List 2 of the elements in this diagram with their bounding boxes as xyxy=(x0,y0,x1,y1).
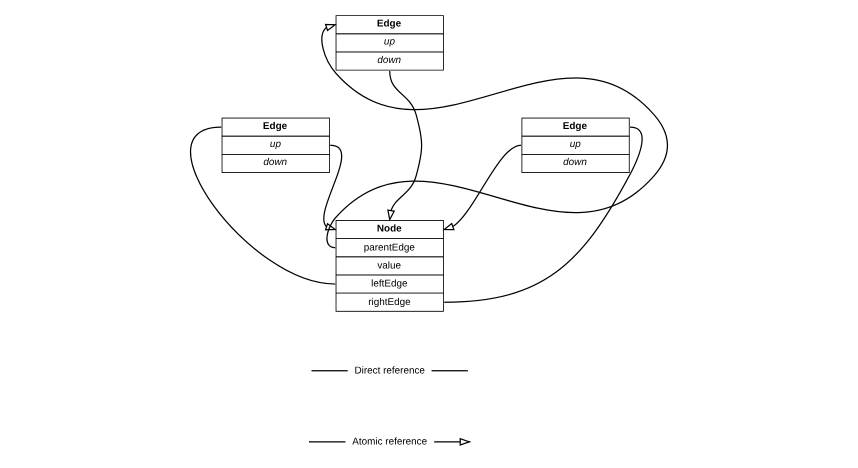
legend-label: Atomic reference xyxy=(352,436,428,447)
legend-label: Direct reference xyxy=(354,364,425,376)
